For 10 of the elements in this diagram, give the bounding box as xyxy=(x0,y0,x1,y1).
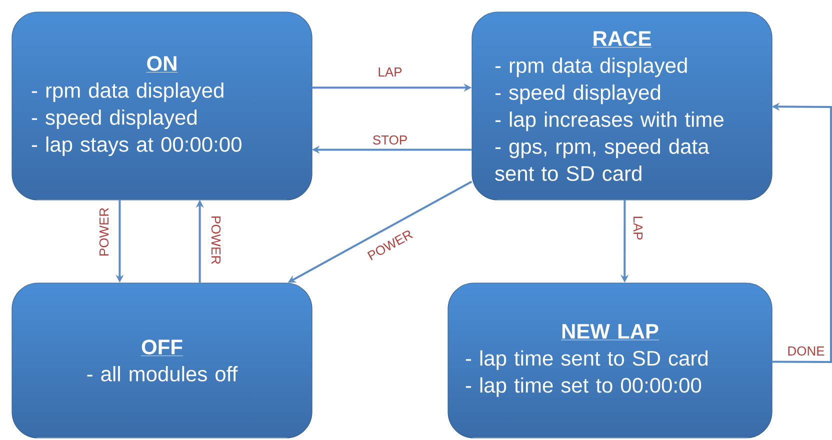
state-box: RACE - rpm data displayed - speed displayed - lap increases with time - gps, rpm, speed data sent to SD card xyxy=(472,12,772,200)
edge-label: STOP xyxy=(371,134,409,146)
edge-label: LAP xyxy=(632,214,644,242)
state-box: ON - rpm data displayed - speed displayed - lap stays at 00:00:00 xyxy=(12,12,312,200)
edge-label: POWER xyxy=(210,214,222,266)
state-box: OFF - all modules off xyxy=(12,282,312,438)
edge-label: DONE xyxy=(786,345,826,357)
edge-label: LAP xyxy=(376,66,404,78)
state-box: NEW LAP - lap time sent to SD card - lap time set to 00:00:00 xyxy=(448,282,772,438)
edge-label: POWER xyxy=(98,206,110,258)
